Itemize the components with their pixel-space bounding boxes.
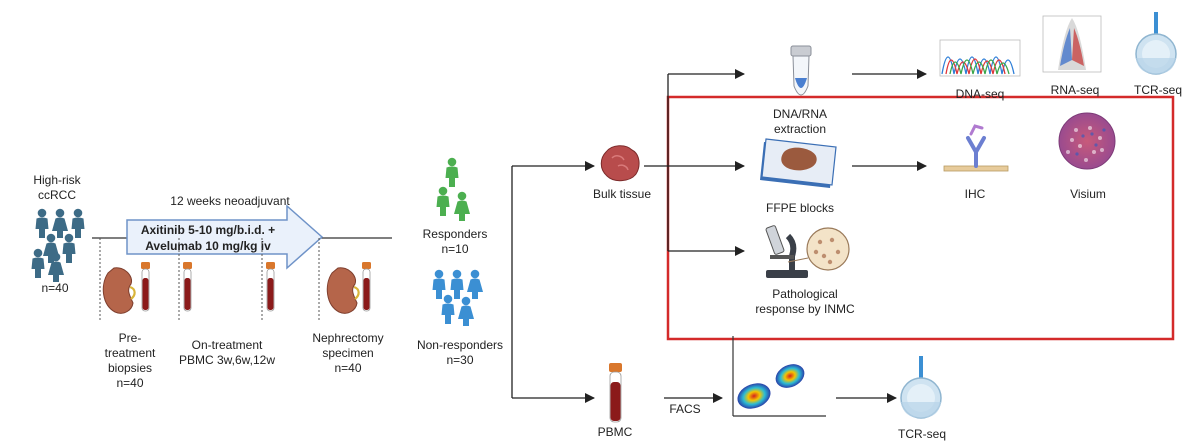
test-tube-icon [790, 45, 812, 96]
bulk-branches [644, 69, 927, 403]
sample-markers [99, 238, 320, 320]
nonresponders-group-icon [432, 269, 483, 326]
people-group-icon [31, 208, 85, 282]
ffpe-slide-icon [760, 138, 837, 188]
pre-line2: treatment [104, 346, 156, 360]
blood-tube-icon [183, 262, 192, 312]
dna-seq-label: DNA-seq [955, 87, 1005, 101]
cohort-label-line1: High-risk [33, 173, 81, 187]
blood-tube-icon [266, 262, 275, 312]
tissue-icon [600, 145, 640, 182]
on-line2: PBMC 3w,6w,12w [178, 353, 276, 367]
sequencer-icon [1135, 12, 1177, 75]
kidney-icon [326, 267, 360, 314]
antibody-icon [943, 124, 1009, 172]
blood-tube-icon [141, 262, 150, 312]
chromatogram-icon [939, 39, 1021, 77]
nephrectomy-label: Nephrectomy specimen n=40 [303, 331, 393, 376]
visium-spot-icon [1058, 112, 1116, 170]
blood-tube-icon [609, 363, 622, 423]
bulk-tissue-label: Bulk tissue [592, 187, 652, 201]
cohort-label: High-risk ccRCC [22, 173, 92, 203]
sequencer-icon [900, 356, 942, 419]
blood-tube-icon [362, 262, 371, 312]
pathological-label: Pathological response by INMC [740, 287, 870, 317]
responders-group-icon [436, 157, 470, 221]
dna-rna-label: DNA/RNA extraction [755, 107, 845, 137]
on-line1: On-treatment [191, 338, 263, 352]
treatment-arrow [126, 204, 324, 270]
facs-label: FACS [669, 402, 701, 416]
tcr-seq-top-label: TCR-seq [1133, 83, 1182, 97]
path-line1: Pathological [772, 287, 838, 301]
pre-count: n=40 [116, 376, 144, 390]
dna-rna-line1: DNA/RNA [772, 107, 827, 121]
responders-label: Responders n=10 [410, 227, 500, 257]
neph-count: n=40 [334, 361, 362, 375]
neph-line2: specimen [322, 346, 374, 360]
pbmc-label: PBMC [597, 425, 633, 439]
kidney-icon [102, 267, 136, 314]
path-line2: response by INMC [755, 302, 855, 316]
microscope-icon [765, 225, 850, 278]
pre-line1: Pre- [118, 331, 142, 345]
pre-line3: biopsies [107, 361, 153, 375]
nonresponders-title: Non-responders [416, 338, 504, 352]
nonresponders-count: n=30 [446, 353, 474, 367]
flow-cytometry-icon [732, 336, 826, 417]
treatment-drug1: Axitinib 5-10 mg/b.i.d. + [140, 223, 276, 237]
responders-count: n=10 [441, 242, 469, 256]
visium-label: Visium [1070, 187, 1106, 201]
rna-seq-label: RNA-seq [1050, 83, 1100, 97]
tcr-seq-bottom-label: TCR-seq [897, 427, 946, 441]
volcano-plot-icon [1042, 15, 1102, 73]
split-connector [511, 161, 595, 403]
responders-title: Responders [422, 227, 488, 241]
ihc-label: IHC [964, 187, 986, 201]
cohort-count: n=40 [41, 281, 69, 295]
cohort-label-line2: ccRCC [38, 188, 76, 202]
treatment-drug2: Avelumab 10 mg/kg iv [145, 239, 271, 253]
neph-line1: Nephrectomy [312, 331, 384, 345]
pre-treatment-label: Pre- treatment biopsies n=40 [95, 331, 165, 391]
on-treatment-label: On-treatment PBMC 3w,6w,12w [172, 338, 282, 368]
ffpe-label: FFPE blocks [765, 201, 834, 215]
dna-rna-line2: extraction [773, 122, 827, 136]
nonresponders-label: Non-responders n=30 [405, 338, 515, 368]
treatment-duration: 12 weeks neoadjuvant [170, 194, 290, 208]
